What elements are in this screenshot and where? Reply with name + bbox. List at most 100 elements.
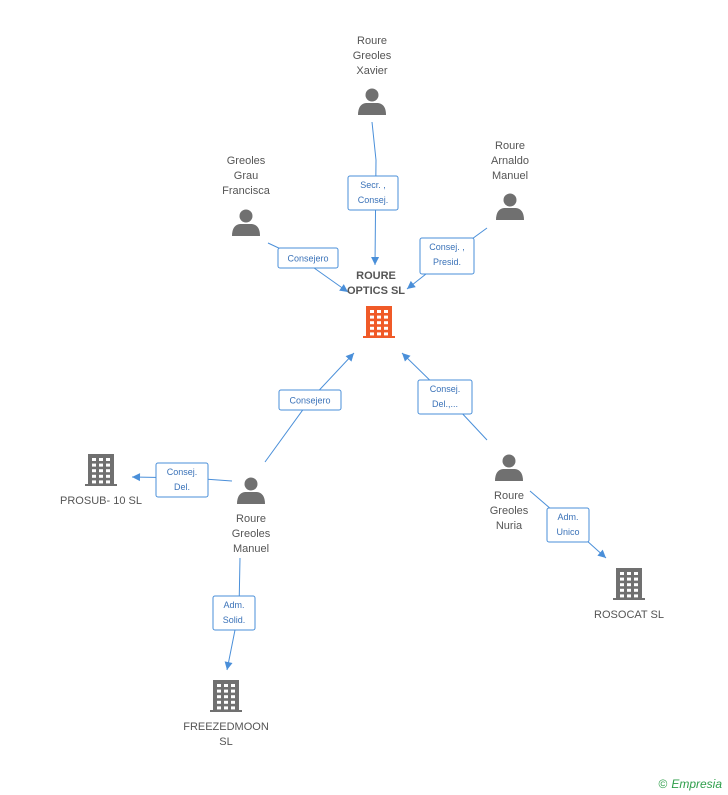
edge-line bbox=[371, 121, 377, 266]
building-window bbox=[627, 577, 631, 581]
building-window bbox=[370, 332, 374, 336]
edge-label-text: Consej. bbox=[167, 467, 198, 477]
person-name: Greoles bbox=[490, 505, 529, 517]
arrow-head-icon bbox=[132, 473, 141, 482]
building-window bbox=[217, 684, 221, 687]
building-window bbox=[231, 684, 235, 687]
building-window bbox=[99, 463, 103, 467]
person-name: Roure bbox=[357, 35, 387, 47]
arrow-head-icon bbox=[407, 280, 416, 289]
building-window bbox=[620, 572, 624, 575]
edge-label-box bbox=[347, 175, 399, 211]
person-head bbox=[365, 88, 379, 102]
person-name: Francisca bbox=[222, 185, 271, 197]
edge-label[interactable]: Adm.Solid. bbox=[212, 595, 256, 631]
edge-label[interactable]: Secr. , Consej. bbox=[347, 175, 399, 211]
edge-label[interactable]: Consej. Del.,... bbox=[417, 379, 473, 415]
building-window bbox=[231, 689, 235, 693]
building-base bbox=[363, 336, 395, 338]
building-window bbox=[634, 577, 638, 581]
building-window bbox=[370, 315, 374, 319]
center-company-name: ROURE bbox=[356, 270, 396, 282]
edge-label-box bbox=[419, 237, 475, 275]
edge-label[interactable]: Consejero bbox=[278, 389, 342, 411]
rosocat-company-icon[interactable] bbox=[613, 568, 645, 600]
person-name: Roure bbox=[236, 513, 266, 525]
edge-label[interactable]: Adm. Unico bbox=[546, 507, 590, 543]
edge-arnaldo-center: Consej. ,Presid. bbox=[406, 227, 488, 290]
arrow-head-icon bbox=[597, 549, 606, 558]
building-window bbox=[384, 315, 388, 319]
edge-xavier-center: Secr. , Consej. bbox=[347, 121, 399, 266]
edge-label-text: Consej. bbox=[358, 195, 389, 205]
nuria-person-icon[interactable] bbox=[495, 454, 523, 482]
freezedmoon-company-icon[interactable] bbox=[210, 680, 242, 712]
arrow-head-icon bbox=[339, 284, 348, 292]
building-window bbox=[370, 321, 374, 325]
edge-label-text: Del.,... bbox=[432, 399, 458, 409]
company-name: FREEZEDMOON bbox=[183, 721, 269, 733]
building-window bbox=[106, 458, 110, 461]
edge-manuel-center: Consejero bbox=[264, 352, 355, 463]
person-body bbox=[495, 469, 523, 481]
building-window bbox=[377, 321, 381, 325]
building-window bbox=[231, 695, 235, 699]
building-window bbox=[627, 588, 631, 592]
building-base bbox=[85, 484, 117, 486]
edge-label[interactable]: Consejero bbox=[277, 247, 339, 269]
edge-label-text: Presid. bbox=[433, 257, 461, 267]
person-name: Greoles bbox=[353, 50, 392, 62]
building-window bbox=[231, 700, 235, 704]
building-window bbox=[224, 700, 228, 704]
edge-label[interactable]: Consej.Del. bbox=[155, 462, 209, 498]
copyright-icon: © bbox=[658, 777, 668, 791]
person-name: Greoles bbox=[232, 528, 271, 540]
edge-label-text: Adm. bbox=[557, 512, 578, 522]
person-body bbox=[358, 103, 386, 115]
edge-manuel-freezedmoon: Adm.Solid. bbox=[212, 557, 256, 671]
building-window bbox=[384, 321, 388, 325]
building-window bbox=[370, 326, 374, 330]
center-company-icon[interactable] bbox=[363, 306, 395, 338]
edge-label[interactable]: Consej. ,Presid. bbox=[419, 237, 475, 275]
person-name: Nuria bbox=[496, 520, 523, 532]
building-window bbox=[620, 594, 624, 598]
building-window bbox=[106, 474, 110, 478]
person-head bbox=[503, 193, 517, 207]
person-name: Roure bbox=[494, 490, 524, 502]
edge-nuria-rosocat: Adm. Unico bbox=[529, 490, 607, 559]
edge-nuria-center: Consej. Del.,... bbox=[401, 352, 488, 441]
building-window bbox=[377, 310, 381, 313]
building-window bbox=[634, 594, 638, 598]
building-window bbox=[92, 463, 96, 467]
brand-name: Empresia bbox=[671, 777, 722, 791]
edge-label-text: Consej. bbox=[430, 384, 461, 394]
edge-label-box bbox=[155, 462, 209, 498]
xavier-person-icon[interactable] bbox=[358, 88, 386, 116]
arnaldo-person-icon[interactable] bbox=[496, 193, 524, 221]
person-head bbox=[244, 477, 258, 491]
building-window bbox=[99, 474, 103, 478]
building-window bbox=[370, 310, 374, 313]
building-window bbox=[627, 572, 631, 575]
edge-label-text: Secr. , bbox=[360, 180, 386, 190]
building-window bbox=[106, 463, 110, 467]
person-name: Greoles bbox=[227, 155, 266, 167]
manuel-person-icon[interactable] bbox=[237, 477, 265, 505]
edge-label-text: Unico bbox=[556, 527, 579, 537]
building-window bbox=[99, 469, 103, 473]
building-window bbox=[106, 480, 110, 484]
building-window bbox=[217, 706, 221, 710]
person-name: Manuel bbox=[492, 170, 528, 182]
prosub-company-icon[interactable] bbox=[85, 454, 117, 486]
arrow-head-icon bbox=[371, 256, 380, 265]
francisca-person-icon[interactable] bbox=[232, 209, 260, 237]
person-body bbox=[232, 224, 260, 236]
edge-label-box bbox=[546, 507, 590, 543]
building-window bbox=[92, 474, 96, 478]
company-name: SL bbox=[219, 736, 232, 748]
building-window bbox=[99, 480, 103, 484]
person-name: Grau bbox=[234, 170, 258, 182]
company-name: PROSUB- 10 SL bbox=[60, 495, 142, 507]
